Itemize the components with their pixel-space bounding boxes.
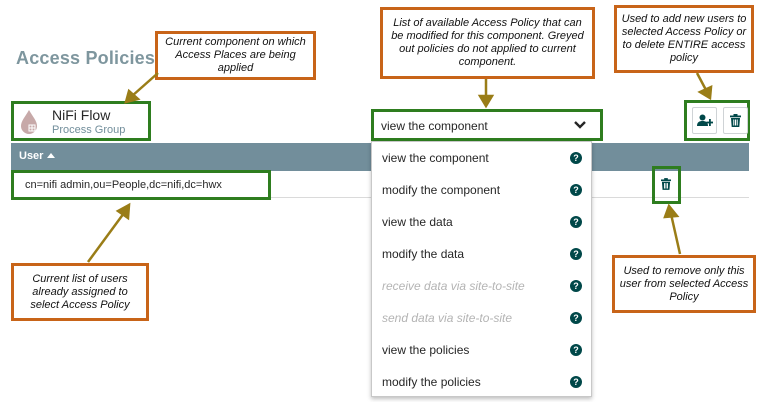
component-type: Process Group — [52, 124, 126, 136]
policy-dropdown: view the component ? modify the componen… — [371, 141, 592, 397]
policy-option-label: view the component — [382, 151, 489, 165]
policy-actions — [684, 100, 750, 141]
policy-select-value: view the component — [381, 119, 488, 133]
policy-option[interactable]: view the component ? — [372, 142, 591, 174]
question-circle-icon[interactable]: ? — [570, 248, 582, 260]
process-group-icon — [21, 110, 37, 134]
column-user[interactable]: User — [19, 150, 56, 162]
question-circle-icon[interactable]: ? — [570, 152, 582, 164]
callout-users: Current list of users already assigned t… — [11, 263, 149, 321]
policy-option[interactable]: view the data ? — [372, 206, 591, 238]
delete-policy-button[interactable] — [723, 107, 748, 134]
add-user-icon — [696, 114, 713, 126]
chevron-down-icon — [574, 121, 586, 129]
add-user-button[interactable] — [692, 107, 717, 134]
question-circle-icon[interactable]: ? — [570, 184, 582, 196]
policy-option-disabled: send data via site-to-site ? — [372, 302, 591, 334]
question-circle-icon[interactable]: ? — [570, 280, 582, 292]
column-user-label: User — [19, 150, 44, 162]
policy-option-label: modify the data — [382, 247, 465, 261]
policy-option[interactable]: modify the component ? — [372, 174, 591, 206]
user-cell: cn=nifi admin,ou=People,dc=nifi,dc=hwx — [11, 170, 271, 200]
policy-option[interactable]: modify the policies ? — [372, 366, 591, 398]
policy-option-label: modify the component — [382, 183, 501, 197]
policy-option-label: modify the policies — [382, 375, 481, 389]
policy-select[interactable]: view the component — [371, 109, 603, 141]
question-circle-icon[interactable]: ? — [570, 376, 582, 388]
question-circle-icon[interactable]: ? — [570, 312, 582, 324]
callout-remove-user: Used to remove only this user from selec… — [612, 255, 756, 313]
question-circle-icon[interactable]: ? — [570, 344, 582, 356]
policy-option-label: view the policies — [382, 343, 470, 357]
policy-option-label: view the data — [382, 215, 453, 229]
trash-icon — [661, 178, 671, 190]
policy-option[interactable]: modify the data ? — [372, 238, 591, 270]
component-info: NiFi Flow Process Group — [11, 101, 151, 141]
policy-option-label: send data via site-to-site — [382, 311, 513, 325]
policy-option-disabled: receive data via site-to-site ? — [372, 270, 591, 302]
component-name: NiFi Flow — [52, 107, 111, 123]
policy-option-label: receive data via site-to-site — [382, 279, 525, 293]
user-name: cn=nifi admin,ou=People,dc=nifi,dc=hwx — [25, 179, 222, 191]
policy-option[interactable]: view the policies ? — [372, 334, 591, 366]
callout-add-delete: Used to add new users to selected Access… — [614, 5, 754, 73]
remove-user-button[interactable] — [652, 166, 681, 204]
callout-policy-list: List of available Access Policy that can… — [380, 7, 595, 79]
question-circle-icon[interactable]: ? — [570, 216, 582, 228]
callout-component: Current component on which Access Places… — [155, 31, 316, 80]
page-title: Access Policies — [16, 48, 156, 68]
trash-icon — [730, 114, 741, 127]
sort-ascending-icon — [47, 153, 56, 158]
